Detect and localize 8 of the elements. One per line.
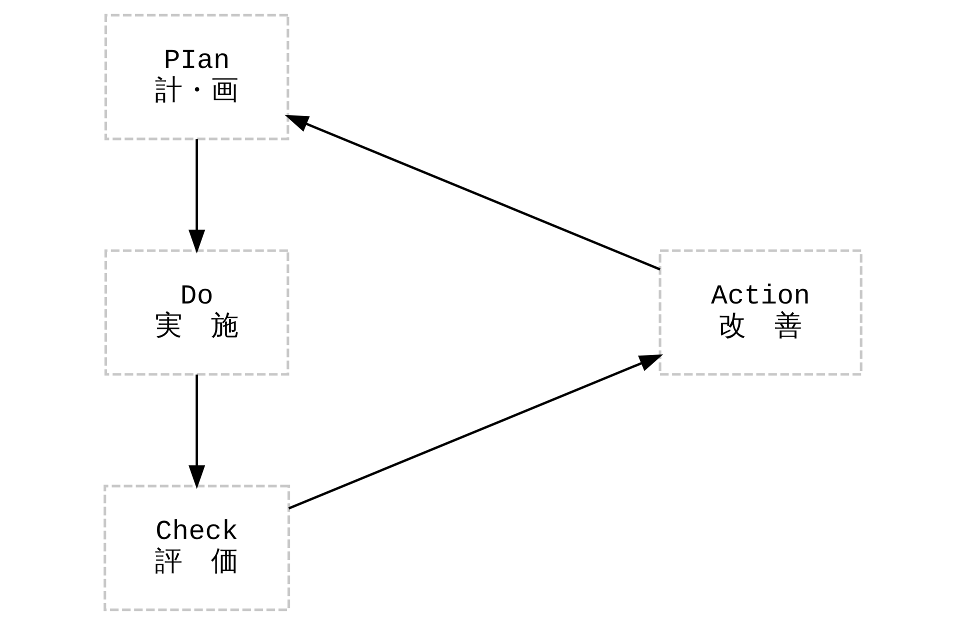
node-box: Check 評 価 xyxy=(103,484,290,612)
arrow xyxy=(284,114,660,270)
arrow xyxy=(188,374,205,490)
arrow xyxy=(288,354,663,510)
node-box: Action 改 善 xyxy=(658,249,862,376)
node-box: Do 実 施 xyxy=(104,249,289,376)
node-box: PIan 計・画 xyxy=(104,14,289,140)
arrow xyxy=(188,139,205,254)
